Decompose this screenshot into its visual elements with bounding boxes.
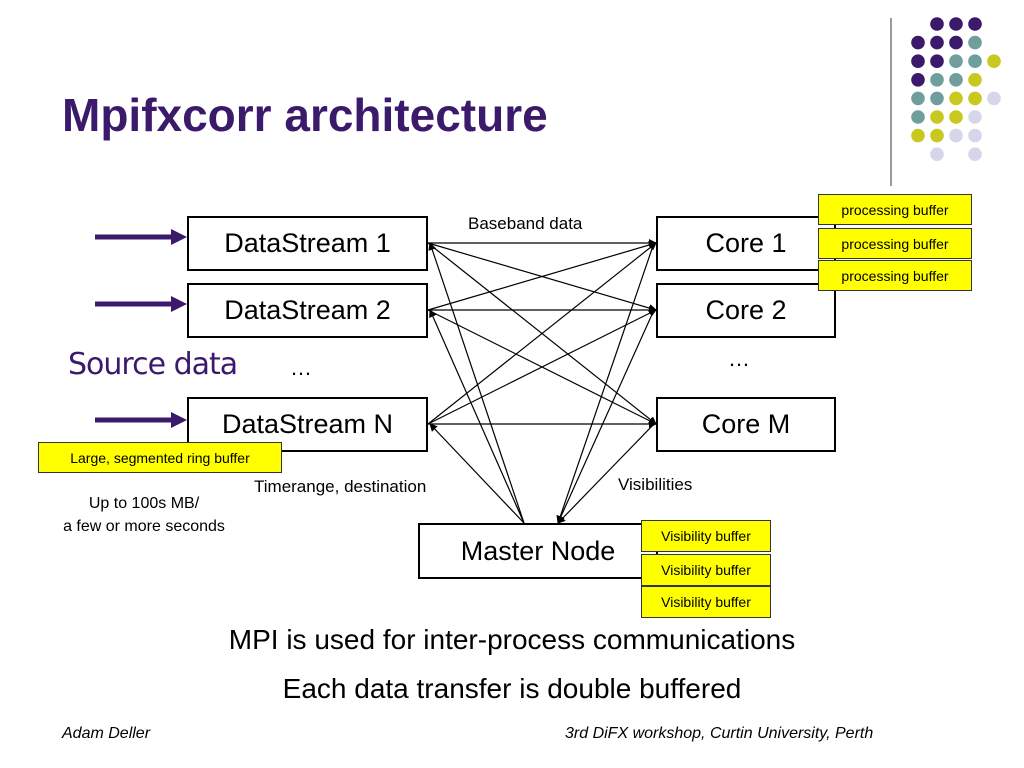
decorative-dot xyxy=(930,91,944,106)
decorative-dot xyxy=(968,73,982,87)
decorative-dot xyxy=(930,73,944,87)
footer-author: Adam Deller xyxy=(62,725,151,742)
decorative-dot xyxy=(911,91,925,106)
divider-line xyxy=(890,18,892,186)
decorative-dot xyxy=(930,35,944,50)
timerange-link xyxy=(429,423,525,524)
decorative-dot xyxy=(911,73,925,87)
visibilities-label: Visibilities xyxy=(618,475,693,494)
decorative-dot xyxy=(911,35,925,50)
decorative-dot xyxy=(968,54,982,68)
decorative-dot xyxy=(968,147,982,161)
timerange-destination-label: Timerange, destination xyxy=(254,477,427,496)
decorative-dot xyxy=(987,54,1001,68)
timerange-link xyxy=(429,309,525,524)
core-1-node: Core 1 xyxy=(656,216,836,271)
decorative-dot xyxy=(949,73,963,87)
source-arrow-head xyxy=(171,229,187,245)
decorative-dot xyxy=(949,54,963,68)
processing-buffer-3: processing buffer xyxy=(818,260,972,291)
baseband-link xyxy=(427,309,657,425)
slide-title: Mpifxcorr architecture xyxy=(62,89,548,141)
decorative-dot xyxy=(911,128,925,143)
baseband-data-label: Baseband data xyxy=(468,214,583,233)
decorative-dot xyxy=(968,91,982,106)
decorative-dot xyxy=(968,128,982,143)
decorative-dot xyxy=(987,91,1001,106)
datastream-ellipsis: … xyxy=(290,355,312,380)
processing-buffer-2: processing buffer xyxy=(818,228,972,259)
source-data-label: Source data xyxy=(68,347,238,382)
buffer-size-note: Up to 100s MB/ a few or more seconds xyxy=(44,492,244,538)
decorative-dot xyxy=(930,110,944,124)
visibility-buffer-1: Visibility buffer xyxy=(641,520,771,552)
buffer-size-note-line2: a few or more seconds xyxy=(63,518,225,535)
decorative-dot xyxy=(968,35,982,50)
baseband-link xyxy=(427,241,657,311)
buffer-size-note-line1: Up to 100s MB/ xyxy=(88,495,200,512)
visibility-buffer-2: Visibility buffer xyxy=(641,554,771,586)
decorative-dot xyxy=(949,91,963,106)
visibility-link xyxy=(556,242,655,524)
footer-event: 3rd DiFX workshop, Curtin University, Pe… xyxy=(565,725,874,742)
master-node: Master Node xyxy=(418,523,658,579)
baseband-link xyxy=(427,242,657,425)
decorative-dot xyxy=(968,17,982,31)
decorative-dot xyxy=(930,128,944,143)
mpi-statement: MPI is used for inter-process communicat… xyxy=(228,624,796,655)
decorative-dot xyxy=(911,110,925,124)
decorative-dot xyxy=(949,35,963,50)
core-ellipsis: … xyxy=(728,346,750,371)
processing-buffer-1: processing buffer xyxy=(818,194,972,225)
datastream-1-node: DataStream 1 xyxy=(187,216,428,271)
decorative-dot xyxy=(930,54,944,68)
visibility-buffer-3: Visibility buffer xyxy=(641,586,771,618)
ring-buffer-label: Large, segmented ring buffer xyxy=(38,442,282,473)
decorative-dot xyxy=(968,110,982,124)
decorative-dot xyxy=(949,17,963,31)
decorative-dot xyxy=(930,147,944,161)
core-2-node: Core 2 xyxy=(656,283,836,338)
decorative-dot xyxy=(911,54,925,68)
datastream-2-node: DataStream 2 xyxy=(187,283,428,338)
decorative-dot xyxy=(949,128,963,143)
visibility-link xyxy=(557,309,655,524)
decorative-dot xyxy=(930,17,944,31)
decorative-dot xyxy=(949,110,963,124)
visibility-link xyxy=(557,423,655,524)
source-arrow-head xyxy=(171,412,187,428)
double-buffer-statement: Each data transfer is double buffered xyxy=(282,673,742,704)
timerange-link xyxy=(428,242,525,524)
core-m-node: Core M xyxy=(656,397,836,452)
source-arrow-head xyxy=(171,296,187,312)
